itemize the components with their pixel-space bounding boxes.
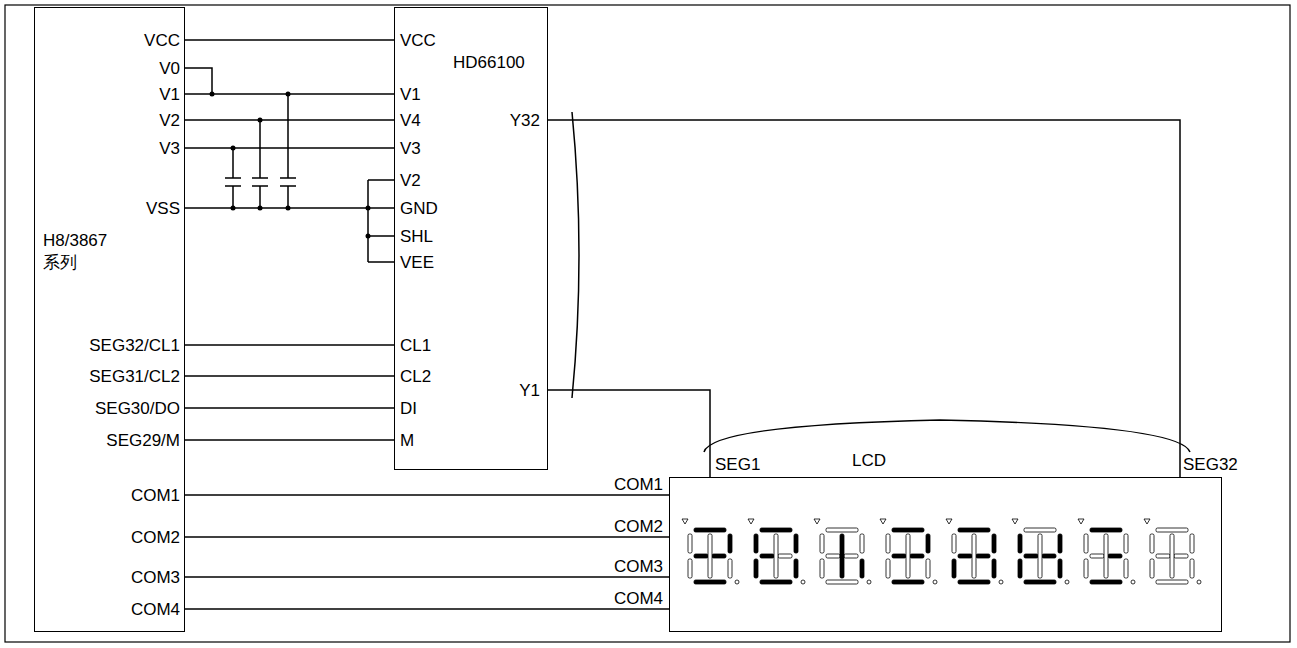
capacitor: [225, 148, 241, 208]
junction-dots: [210, 92, 371, 239]
wire: [185, 576, 669, 578]
pin-label: SEG30/DO: [95, 400, 180, 417]
lcd-panel: LCD: [669, 477, 1222, 632]
pin-label: COM2: [131, 529, 180, 546]
pin-label: V2: [159, 112, 180, 129]
pin-label: V4: [400, 112, 421, 129]
pin-label: SEG31/CL2: [89, 368, 180, 385]
wire: [185, 93, 394, 95]
wire: [548, 120, 1180, 477]
pin-label: V3: [159, 140, 180, 157]
wire: [185, 439, 394, 441]
wire: [185, 207, 394, 209]
wire: [185, 536, 669, 538]
bus-bracket: [572, 112, 579, 398]
node-title: HD66100: [453, 52, 543, 74]
pin-label: COM2: [614, 518, 663, 535]
pin-label: V2: [400, 172, 421, 189]
frame: [5, 5, 1290, 642]
pin-label: CL1: [400, 337, 431, 354]
wire: [548, 390, 710, 477]
pin-label: V1: [159, 86, 180, 103]
pin-label: SHL: [400, 228, 433, 245]
pin-label: DI: [400, 400, 417, 417]
pin-label: VSS: [146, 200, 180, 217]
pin-label: V1: [400, 86, 421, 103]
pin-label: GND: [400, 200, 438, 217]
pin-label: COM4: [614, 590, 663, 607]
capacitor: [280, 94, 296, 208]
pin-label: COM4: [131, 601, 180, 618]
wire: [185, 119, 394, 121]
wire: [185, 344, 394, 346]
tie-wire: [368, 180, 394, 262]
wire: [185, 608, 669, 610]
pin-label: CL2: [400, 368, 431, 385]
pin-label: COM3: [614, 558, 663, 575]
pin-label: COM1: [131, 487, 180, 504]
pin-label: Y1: [519, 382, 540, 399]
pin-label: M: [400, 432, 414, 449]
node-title: H8/3867 系列: [43, 230, 123, 274]
wire: [185, 375, 394, 377]
pin-label: V0: [159, 60, 180, 77]
pin-label: VEE: [400, 254, 434, 271]
pin-label: COM3: [131, 569, 180, 586]
pin-label: V3: [400, 140, 421, 157]
node-title: LCD: [852, 450, 912, 472]
wire: [185, 147, 394, 149]
pin-label: COM1: [614, 476, 663, 493]
bus-bracket: [704, 420, 1190, 452]
pin-label: SEG32/CL1: [89, 337, 180, 354]
wire: [185, 494, 669, 496]
wire: [185, 407, 394, 409]
pin-label: VCC: [144, 32, 180, 49]
pin-label: VCC: [400, 32, 436, 49]
wire: [185, 39, 394, 41]
v0-strap: [185, 68, 212, 94]
pin-label: SEG1: [715, 456, 760, 473]
pin-label: SEG29/M: [106, 432, 180, 449]
wires: [185, 68, 1190, 452]
pin-label: Y32: [510, 112, 540, 129]
capacitor: [252, 120, 268, 208]
lcd-digits: [682, 519, 1201, 584]
pin-label: SEG32: [1183, 456, 1238, 473]
